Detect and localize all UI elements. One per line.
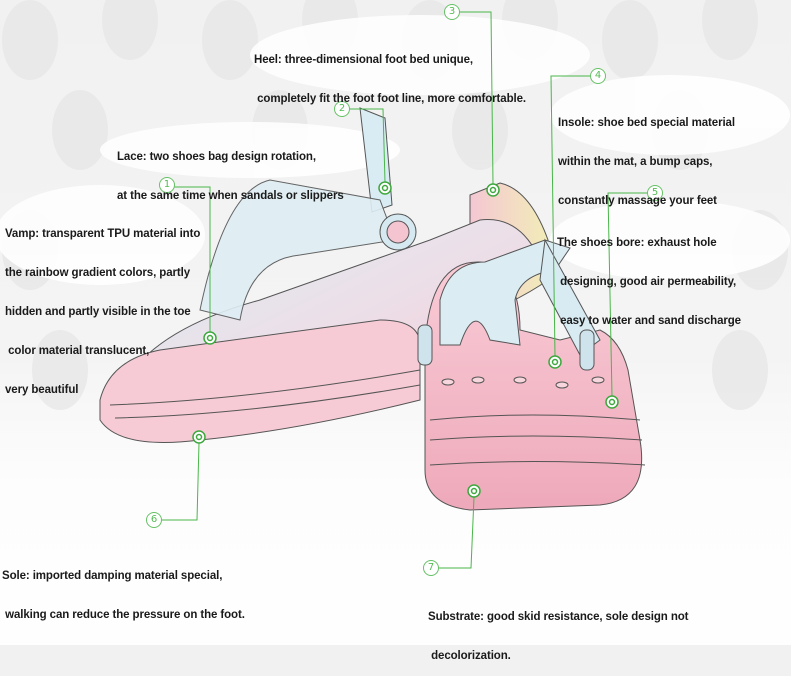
callout-number-4: 4 (590, 68, 606, 84)
target-marker-3 (486, 183, 500, 197)
target-marker-7 (467, 484, 481, 498)
callout-line: decolorization. (428, 650, 511, 662)
callout-text-vamp: Vamp: transparent TPU material into the … (5, 202, 200, 410)
callout-line: the rainbow gradient colors, partly (5, 267, 191, 279)
callout-line: hidden and partly visible in the toe (5, 306, 191, 318)
target-marker-5 (605, 395, 619, 409)
callout-number-7: 7 (423, 560, 439, 576)
callout-line: Vamp: transparent TPU material into (5, 228, 201, 240)
callout-number-3: 3 (444, 4, 460, 20)
callout-line: Sole: imported damping material special, (2, 570, 223, 582)
polka-dot-background (0, 0, 790, 410)
back-sandal (99, 107, 549, 443)
callout-line: The shoes bore: exhaust hole (557, 237, 717, 249)
callout-line: constantly massage your feet (558, 195, 717, 207)
callout-number-label: 6 (150, 514, 158, 525)
callout-text-sole: Sole: imported damping material special,… (2, 544, 245, 635)
callout-line: very beautiful (5, 384, 79, 396)
callout-text-heel: Heel: three-dimensional foot bed unique,… (254, 28, 526, 119)
callout-line: at the same time when sandals or slipper… (117, 190, 344, 202)
callout-number-label: 1 (163, 179, 171, 190)
callout-line: Lace: two shoes bag design rotation, (117, 151, 316, 163)
front-sandal (417, 238, 646, 511)
callout-text-lace: Lace: two shoes bag design rotation, at … (117, 125, 344, 216)
sandals-illustration (99, 11, 648, 569)
callout-number-label: 4 (594, 70, 602, 81)
callout-lines (161, 11, 648, 569)
callout-number-label: 3 (448, 6, 456, 17)
callout-line: designing, good air permeability, (557, 276, 737, 288)
callout-line: completely fit the foot foot line, more … (254, 93, 526, 105)
callout-line: walking can reduce the pressure on the f… (2, 609, 245, 621)
callout-target-markers (192, 181, 619, 498)
callout-number-label: 7 (427, 562, 435, 573)
callout-number-5: 5 (647, 185, 663, 201)
target-marker-2 (378, 181, 392, 195)
callout-text-shoes-bore: The shoes bore: exhaust hole designing, … (557, 211, 741, 341)
callout-number-label: 5 (651, 187, 659, 198)
target-marker-4 (548, 355, 562, 369)
callout-line: color material translucent, (5, 345, 150, 357)
callout-number-2: 2 (334, 101, 350, 117)
callout-line: Substrate: good skid resistance, sole de… (428, 611, 689, 623)
callout-number-label: 2 (338, 103, 346, 114)
target-marker-6 (192, 430, 206, 444)
callout-line: Heel: three-dimensional foot bed unique, (254, 54, 473, 66)
callout-line: within the mat, a bump caps, (558, 156, 713, 168)
callout-text-substrate: Substrate: good skid resistance, sole de… (428, 585, 689, 676)
callout-line: easy to water and sand discharge (557, 315, 741, 327)
callout-line: Insole: shoe bed special material (558, 117, 735, 129)
target-marker-1 (203, 331, 217, 345)
callout-number-6: 6 (146, 512, 162, 528)
callout-text-insole: Insole: shoe bed special material within… (558, 91, 735, 221)
callout-number-1: 1 (159, 177, 175, 193)
